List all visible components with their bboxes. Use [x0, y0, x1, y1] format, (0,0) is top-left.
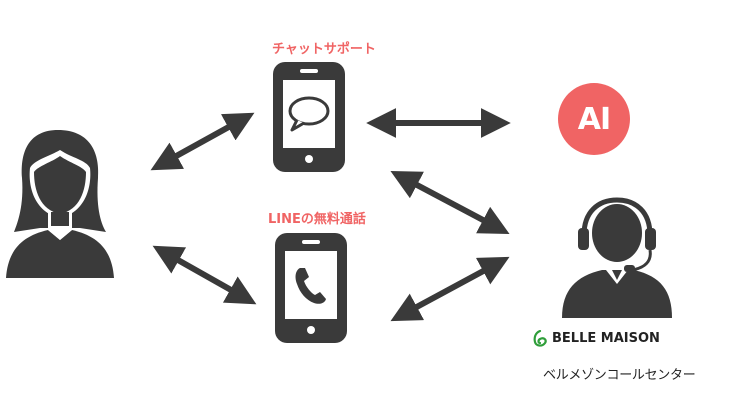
ai-text: AI [577, 101, 611, 137]
chat-support-label: チャットサポート [272, 42, 376, 57]
user-icon [6, 130, 114, 278]
line-call-label: LINEの無料通話 [268, 212, 366, 227]
arrow-call-operator [390, 256, 510, 322]
brand-logo: BELLE MAISON [533, 330, 660, 347]
arrow-chat-operator [390, 170, 510, 235]
call-center-name: ベルメゾンコールセンター [543, 368, 696, 383]
call-phone-icon [275, 233, 347, 343]
belle-maison-logo-icon [533, 330, 547, 347]
chat-phone-icon [273, 62, 345, 172]
ai-badge: AI [558, 83, 630, 155]
arrow-user-call [152, 245, 257, 305]
arrow-user-chat [150, 112, 255, 171]
operator-icon [562, 197, 672, 318]
brand-name: BELLE MAISON [552, 331, 660, 346]
